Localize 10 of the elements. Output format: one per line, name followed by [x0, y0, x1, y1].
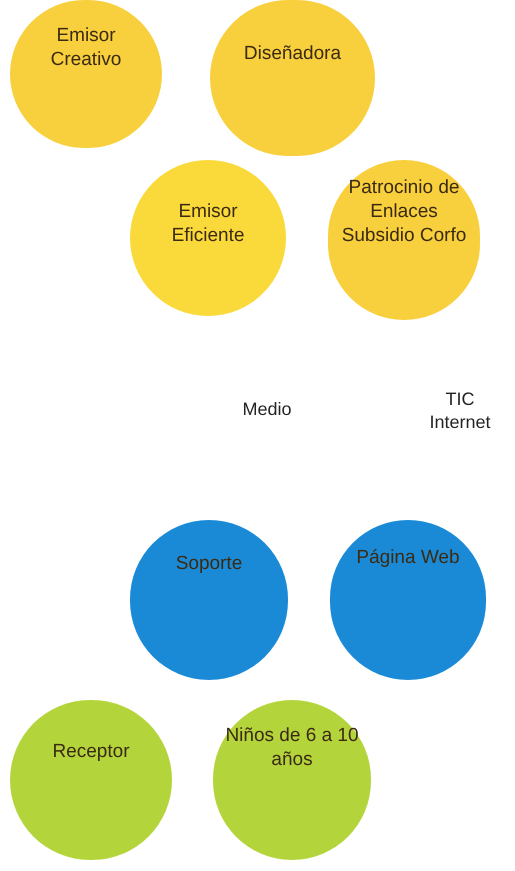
text-label: Medio: [241, 398, 293, 421]
node-text: Patrocinio de Enlaces Subsidio Corfo: [340, 176, 468, 248]
node-text: Niños de 6 a 10 años: [225, 724, 359, 772]
node-text: Emisor Creativo: [50, 24, 122, 72]
node-text: Receptor: [52, 740, 130, 764]
node-text: Diseñadora: [244, 42, 342, 66]
text-label: TIC Internet: [428, 388, 492, 434]
node-text: Página Web: [356, 546, 460, 570]
node-text: Soporte: [176, 552, 242, 576]
node-text: Emisor Eficiente: [170, 200, 246, 248]
